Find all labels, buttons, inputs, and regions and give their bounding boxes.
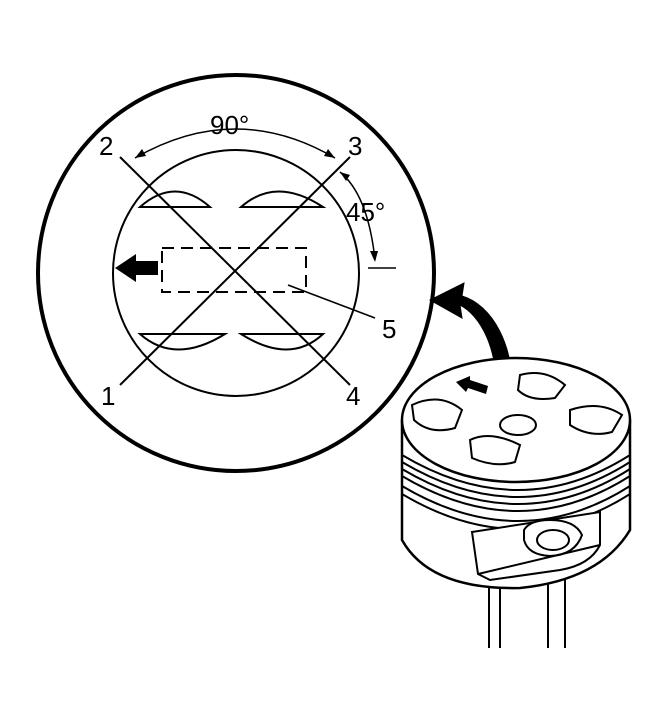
piston-pin-hole bbox=[536, 529, 570, 551]
callout-1: 1 bbox=[101, 381, 115, 411]
angle-90-arrow-left bbox=[135, 149, 146, 158]
crown-relief-3 bbox=[516, 372, 567, 400]
angle-45-arrow-bottom bbox=[370, 251, 378, 262]
crown-relief-4 bbox=[569, 405, 624, 435]
crown-relief-2 bbox=[468, 435, 522, 466]
angle-90-label: 90° bbox=[210, 110, 249, 140]
callout-5: 5 bbox=[382, 314, 396, 344]
angle-45-arrow-top bbox=[340, 172, 350, 181]
crown-center-recess bbox=[499, 414, 537, 436]
front-direction-arrow bbox=[115, 254, 158, 282]
ring-gap-line-3-1 bbox=[119, 156, 351, 386]
magnifier-outer-circle bbox=[36, 73, 436, 473]
callout-3: 3 bbox=[348, 131, 362, 161]
valve-relief-bottom-right bbox=[237, 333, 326, 351]
angle-45-label: 45° bbox=[346, 197, 385, 227]
valve-relief-bottom-left bbox=[137, 333, 229, 351]
crown-front-arrow bbox=[456, 376, 488, 394]
callout-4: 4 bbox=[346, 381, 360, 411]
dashed-pin-rectangle bbox=[161, 247, 307, 293]
connecting-rod bbox=[488, 575, 566, 648]
angle-90-arrow-right bbox=[324, 149, 335, 158]
callout-2: 2 bbox=[99, 131, 113, 161]
magnified-piston-top-view: 90° 45° 1 2 3 4 5 bbox=[36, 73, 436, 473]
valve-relief-top-right bbox=[238, 190, 327, 208]
piston-illustration bbox=[400, 356, 632, 648]
crown-relief-1 bbox=[410, 398, 464, 432]
piston-crown-circle bbox=[112, 149, 360, 397]
callout-5-leader bbox=[287, 284, 376, 319]
angle-90-arc bbox=[134, 128, 336, 159]
valve-relief-top-left bbox=[137, 190, 213, 208]
